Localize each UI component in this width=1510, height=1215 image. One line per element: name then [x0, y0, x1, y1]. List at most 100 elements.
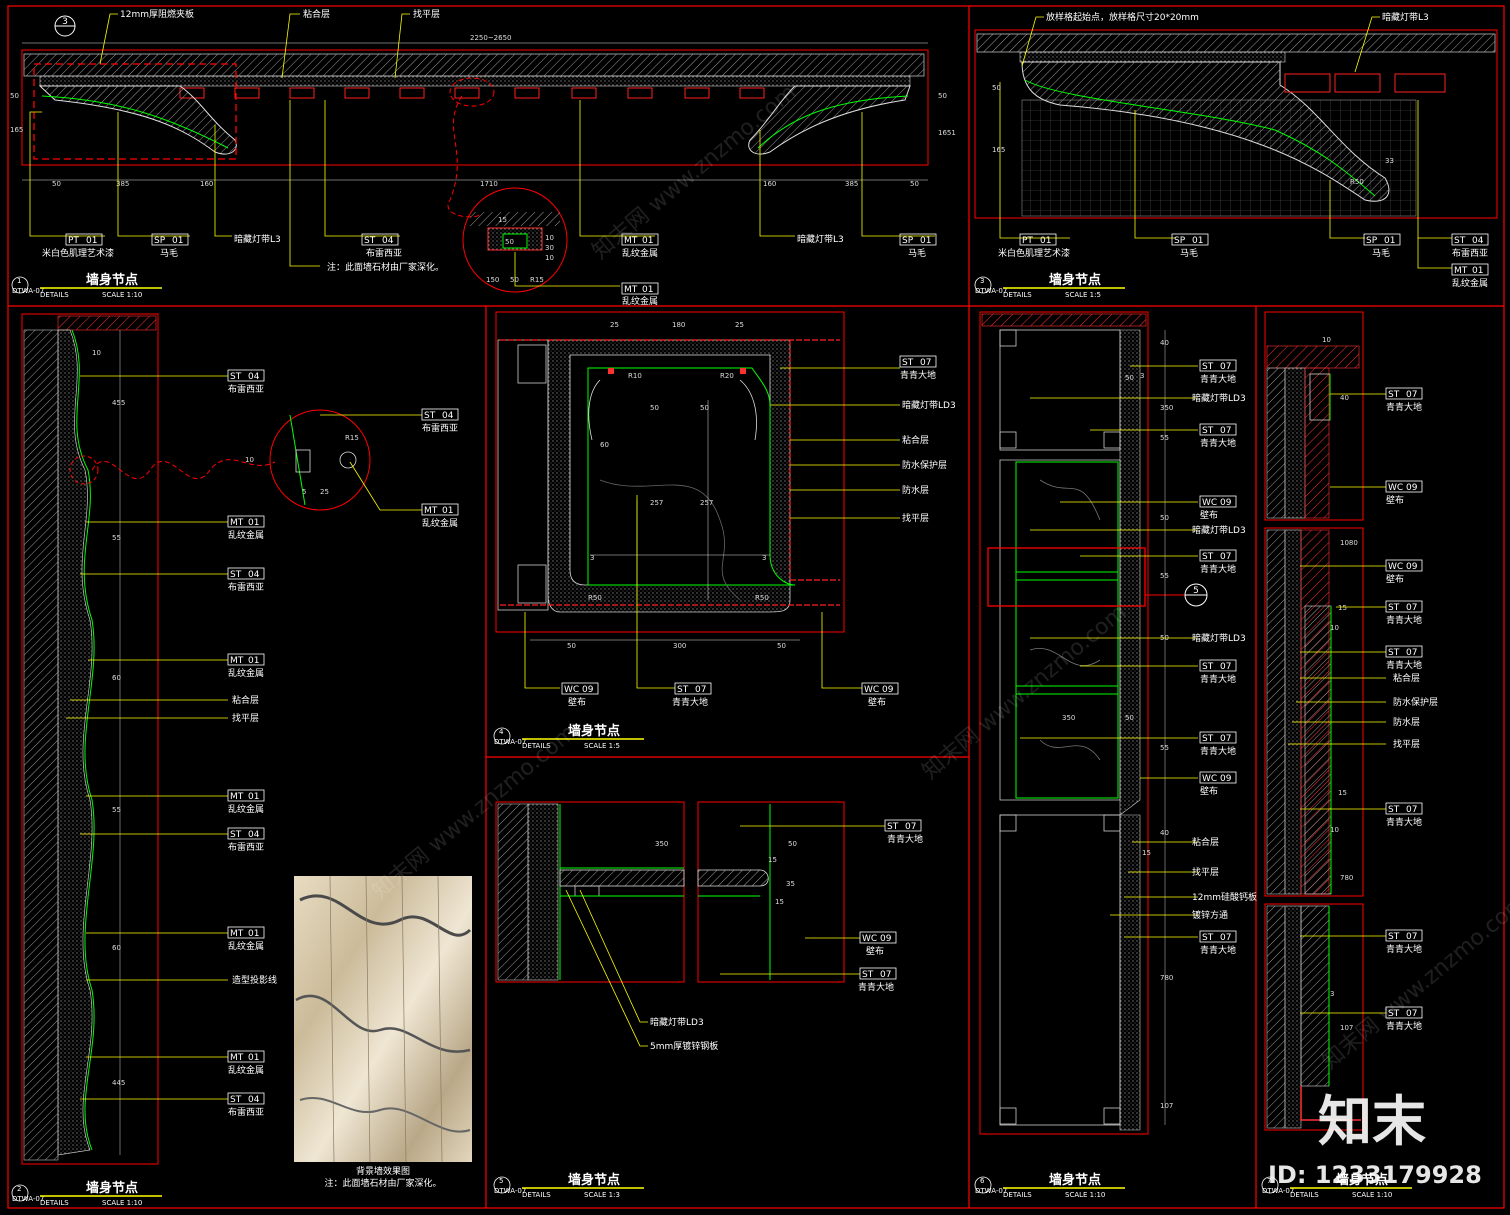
material-tag[interactable]: ST 07 青青大地: [858, 967, 897, 993]
material-tag[interactable]: ST 04 布雷西亚: [421, 408, 459, 434]
material-tag[interactable]: ST 04 布雷西亚: [361, 233, 402, 259]
svg-text:5: 5: [1193, 586, 1199, 596]
material-tag[interactable]: MT 01 乱纹金属: [421, 503, 459, 529]
svg-text:15: 15: [768, 856, 777, 864]
svg-text:04: 04: [248, 1095, 260, 1105]
d2-note: 粘合层: [232, 694, 259, 706]
watermark-site: 知末网 www.znzmo.com: [918, 600, 1131, 785]
svg-text:07: 07: [1406, 603, 1417, 613]
material-tag[interactable]: WC 09 壁布: [861, 682, 899, 708]
svg-text:乱纹金属: 乱纹金属: [228, 529, 264, 541]
detail-number: 3: [980, 277, 984, 285]
material-tag[interactable]: MT 01 乱纹金属: [621, 233, 659, 259]
svg-text:ST: ST: [887, 822, 899, 832]
svg-text:R15: R15: [345, 434, 359, 442]
d1-dim: 1651: [938, 129, 956, 137]
detail-5-shelf-section: 350 50 15 35 15 ST 07 青青大地 WC 09 壁布 ST 0…: [495, 801, 923, 1052]
svg-text:15: 15: [1338, 604, 1347, 612]
svg-text:07: 07: [1406, 805, 1417, 815]
svg-text:ST: ST: [677, 685, 689, 695]
svg-text:35: 35: [786, 880, 795, 888]
svg-text:04: 04: [1472, 236, 1484, 246]
svg-text:WC: WC: [1202, 498, 1217, 508]
material-tag[interactable]: SP 01 马毛: [1363, 233, 1401, 259]
svg-text:布雷西亚: 布雷西亚: [228, 383, 264, 395]
d1-note: 注：此面墙石材由厂家深化。: [327, 261, 444, 273]
section-bubble[interactable]: 3: [54, 15, 76, 37]
material-tag[interactable]: ST 07 青青大地: [899, 355, 937, 381]
material-tag[interactable]: PT 01 米白色肌理艺术漆: [42, 233, 114, 259]
material-tag[interactable]: SP 01 马毛: [1171, 233, 1209, 259]
section-bubble[interactable]: 5: [1184, 583, 1208, 607]
svg-text:乱纹金属: 乱纹金属: [622, 247, 658, 259]
material-tag[interactable]: MT 01 乱纹金属: [621, 282, 659, 307]
svg-text:R15: R15: [530, 276, 544, 284]
svg-text:R50: R50: [1350, 178, 1364, 186]
material-tag[interactable]: ST 07 青青大地: [672, 682, 712, 708]
d1-note: 暗藏灯带L3: [234, 233, 281, 245]
material-tag[interactable]: SP 01 马毛: [899, 233, 937, 259]
svg-text:SP: SP: [1174, 236, 1186, 246]
svg-text:01: 01: [1472, 266, 1483, 276]
d1-dim: 1710: [480, 180, 498, 188]
svg-text:乱纹金属: 乱纹金属: [422, 517, 458, 529]
svg-text:04: 04: [442, 411, 454, 421]
d4-note: 暗藏灯带LD3: [902, 399, 956, 411]
material-tag[interactable]: SP 01 马毛: [151, 233, 189, 259]
material-tag[interactable]: MT 01 乱纹金属: [1451, 263, 1489, 289]
svg-text:01: 01: [442, 506, 453, 516]
svg-text:ST: ST: [1202, 552, 1214, 562]
svg-text:257: 257: [650, 499, 663, 507]
d4-note: 粘合层: [902, 434, 929, 446]
detail-title: 墙身节点: [86, 272, 138, 288]
svg-text:ST: ST: [1454, 236, 1466, 246]
material-tag[interactable]: ST 07 青青大地: [884, 819, 923, 845]
detail-code: DTWA-07: [12, 1195, 44, 1203]
material-tag[interactable]: WC 09 壁布: [561, 682, 599, 708]
svg-text:3: 3: [1330, 990, 1334, 998]
d2-note: 找平层: [232, 712, 259, 724]
svg-text:米白色肌理艺术漆: 米白色肌理艺术漆: [998, 247, 1070, 259]
material-tag[interactable]: WC 09 壁布: [859, 931, 897, 957]
material-tag[interactable]: PT 01 米白色肌理艺术漆: [998, 233, 1070, 259]
detail-title: 墙身节点: [86, 1180, 138, 1196]
svg-text:R50: R50: [755, 594, 769, 602]
svg-text:WC: WC: [1202, 774, 1217, 784]
material-tag[interactable]: ST 04 布雷西亚: [1451, 233, 1489, 259]
svg-text:青青大地: 青青大地: [887, 833, 923, 845]
svg-text:40: 40: [1340, 394, 1349, 402]
marble-effect-image: [294, 875, 472, 1163]
